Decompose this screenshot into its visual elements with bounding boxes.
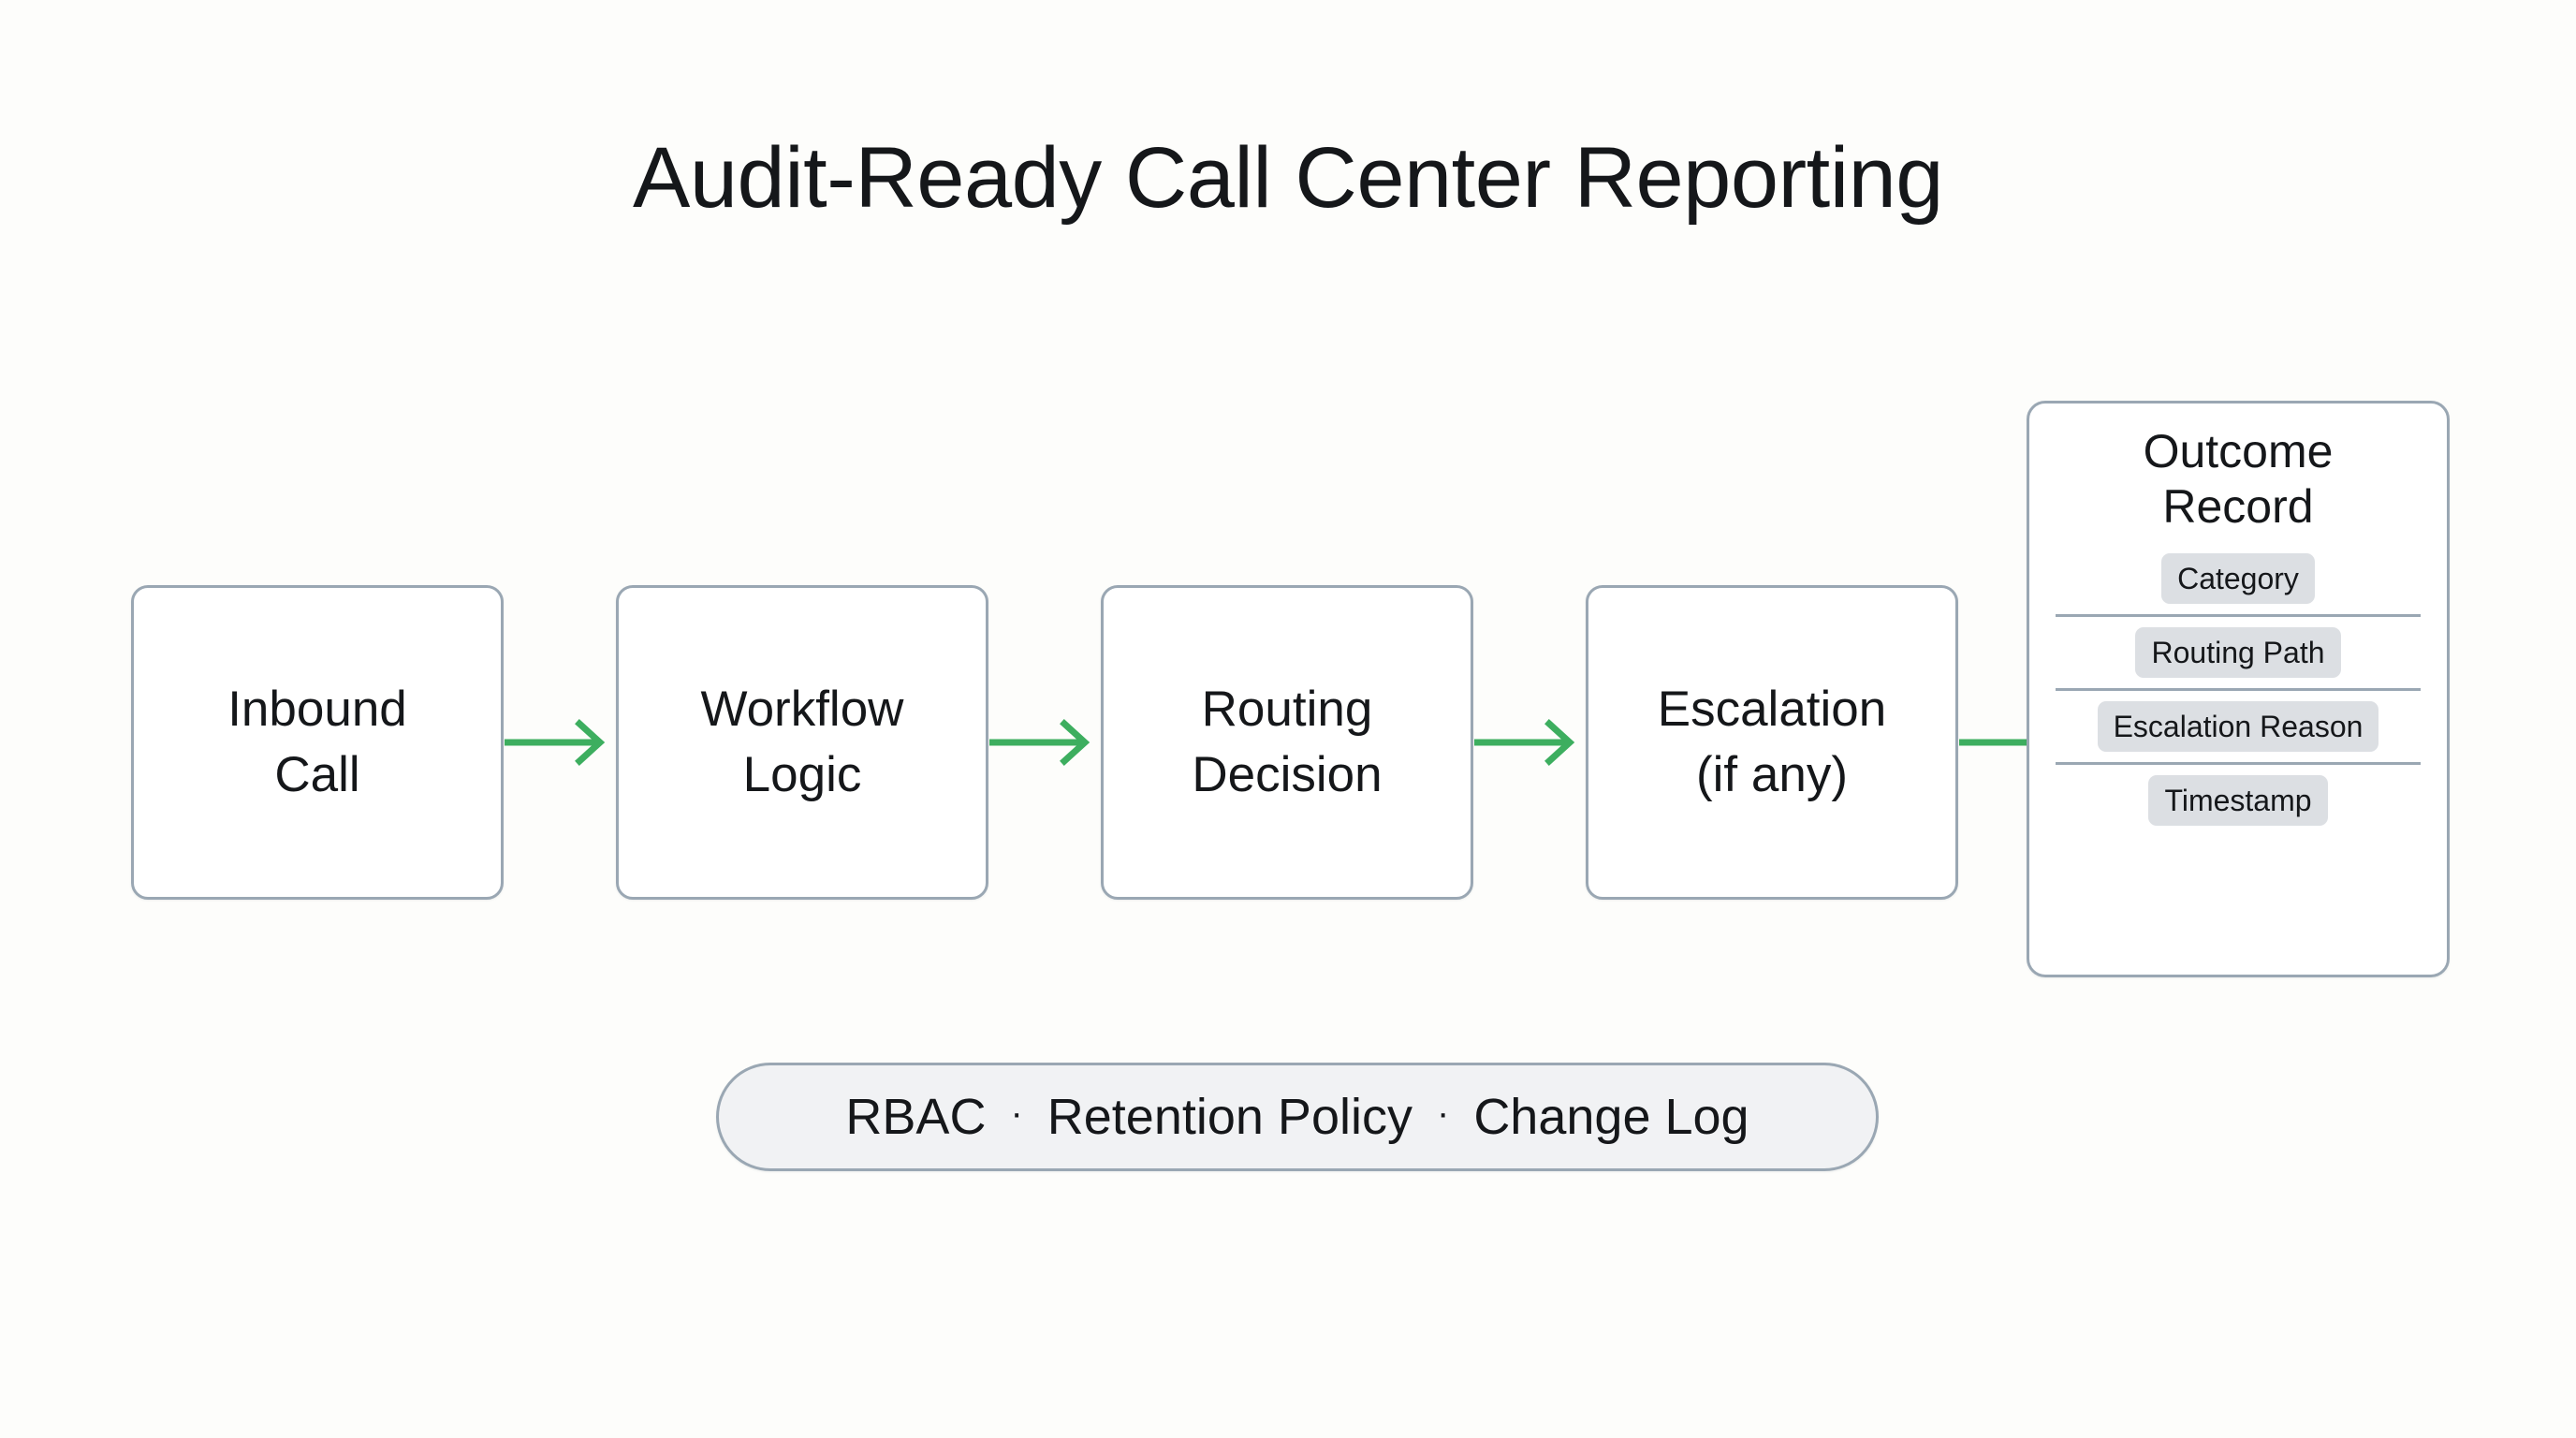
- stage-routing-decision[interactable]: Routing Decision: [1101, 585, 1473, 900]
- chip-label: Routing Path: [2135, 627, 2341, 678]
- stage-inbound-call[interactable]: Inbound Call: [131, 585, 504, 900]
- footer-separator: ·: [1436, 1093, 1450, 1134]
- chip-label: Escalation Reason: [2097, 701, 2379, 752]
- stage-label-line2: Logic: [742, 747, 862, 802]
- stage-label: Escalation (if any): [1643, 677, 1902, 808]
- stage-label: Workflow Logic: [686, 677, 919, 808]
- stage-escalation[interactable]: Escalation (if any): [1586, 585, 1958, 900]
- outcome-record-title-line2: Record: [2162, 480, 2314, 533]
- stage-label-line2: (if any): [1696, 747, 1848, 802]
- chip-label: Timestamp: [2148, 775, 2328, 826]
- footer-separator: ·: [1010, 1093, 1023, 1134]
- stage-label-line1: Routing: [1201, 682, 1373, 738]
- stage-workflow-logic[interactable]: Workflow Logic: [616, 585, 988, 900]
- record-field-routing-path[interactable]: Routing Path: [2048, 622, 2428, 683]
- governance-pill[interactable]: RBAC · Retention Policy · Change Log: [716, 1063, 1879, 1171]
- outcome-record-fields: Category Routing Path Escalation Reason …: [2048, 548, 2428, 952]
- process-flow: Inbound Call Workflow Logic Routing Deci…: [131, 585, 2448, 900]
- footer-item-retention-policy: Retention Policy: [1046, 1089, 1412, 1145]
- stage-label-line1: Escalation: [1657, 682, 1887, 738]
- field-divider: [2056, 688, 2421, 691]
- record-field-escalation-reason[interactable]: Escalation Reason: [2048, 696, 2428, 757]
- record-field-timestamp[interactable]: Timestamp: [2048, 770, 2428, 831]
- outcome-record-title-line1: Outcome: [2143, 425, 2334, 477]
- outcome-record-card[interactable]: Outcome Record Category Routing Path Esc…: [2027, 401, 2450, 977]
- footer-item-change-log: Change Log: [1473, 1089, 1749, 1145]
- outcome-record-title: Outcome Record: [2144, 424, 2334, 535]
- footer-item-rbac: RBAC: [845, 1089, 987, 1145]
- stage-label-line2: Decision: [1192, 747, 1383, 802]
- stage-label-line1: Workflow: [700, 682, 904, 738]
- arrow-right-icon: [504, 714, 616, 770]
- field-divider: [2056, 614, 2421, 617]
- arrow-right-icon: [1473, 714, 1586, 770]
- page-title: Audit-Ready Call Center Reporting: [633, 130, 1943, 226]
- stage-label: Routing Decision: [1177, 677, 1397, 808]
- arrow-right-icon: [988, 714, 1101, 770]
- record-field-category[interactable]: Category: [2048, 548, 2428, 609]
- stage-label-line2: Call: [274, 747, 360, 802]
- chip-label: Category: [2161, 553, 2315, 604]
- stage-label: Inbound Call: [212, 677, 422, 808]
- field-divider: [2056, 762, 2421, 765]
- stage-label-line1: Inbound: [227, 682, 407, 738]
